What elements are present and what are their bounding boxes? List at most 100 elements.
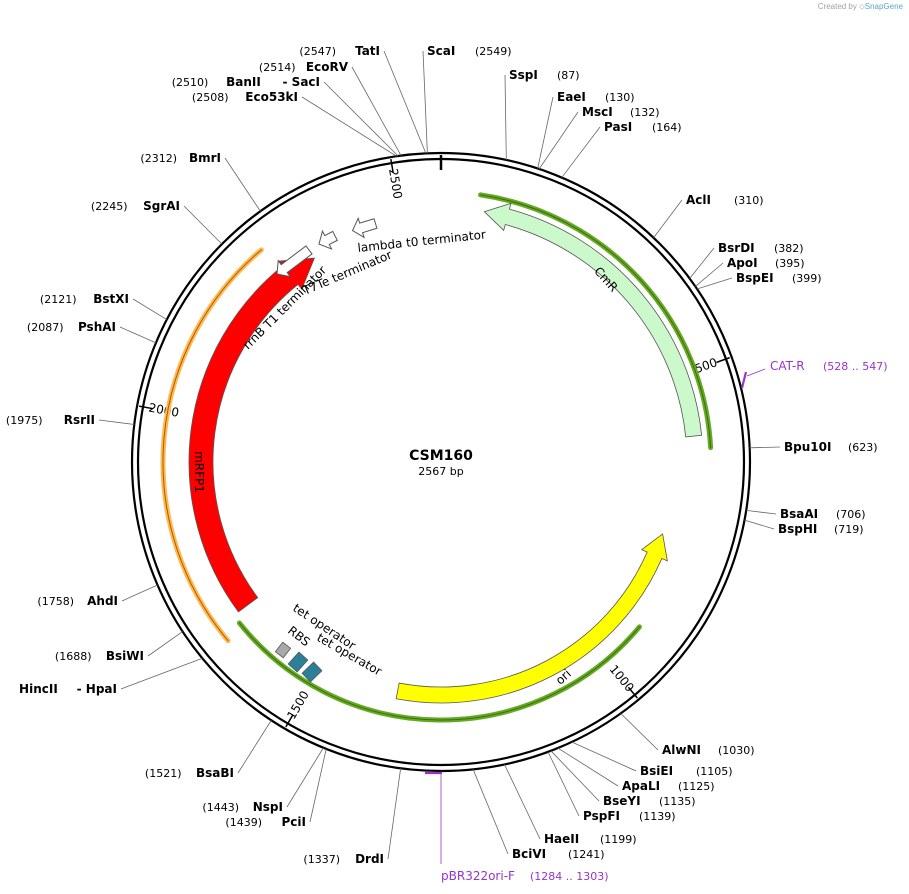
site-name-2: - HpaI (77, 682, 117, 696)
site-leader-line (286, 747, 324, 808)
site-name: SspI (509, 68, 538, 82)
feature-lambda-t0-terminator-shape (351, 216, 378, 239)
site-bseyi[interactable]: BseYI(1135) (603, 794, 696, 808)
site-tati[interactable]: TatI(2547) (299, 44, 380, 58)
cmr-direction-arc (478, 192, 714, 451)
primer-pbr322ori-f[interactable]: pBR322ori-F(1284 .. 1303) (441, 869, 609, 883)
site-position: (1139) (639, 810, 676, 823)
site-leader-line (746, 509, 777, 515)
feature-rrnb-t1-terminator[interactable] (271, 242, 315, 282)
site-bsaai[interactable]: BsaAI(706) (780, 507, 866, 521)
site-bsiei[interactable]: BsiEI(1105) (640, 764, 733, 778)
site-leader-line (309, 748, 327, 823)
site-pshai[interactable]: PshAI(2087) (27, 320, 116, 334)
primer-cat-r[interactable]: CAT-R(528 .. 547) (770, 359, 888, 373)
backbone-outer (130, 151, 752, 773)
feature-tet-operator-1[interactable] (287, 651, 309, 673)
site-name: BsiEI (640, 764, 673, 778)
site-bpu10i[interactable]: Bpu10I (623) (784, 440, 878, 454)
credit-brand: SnapGene (864, 2, 903, 11)
site-name: BanII (226, 75, 261, 89)
site-apoi[interactable]: ApoI(395) (727, 256, 805, 270)
site-eaei[interactable]: EaeI(130) (557, 90, 635, 104)
site-alwni[interactable]: AlwNI(1030) (662, 743, 755, 757)
scale-tick-label: 2000 (148, 401, 181, 420)
site-name: AclI (686, 193, 711, 207)
site-name: Eco53kI (245, 90, 298, 104)
site-apali[interactable]: ApaLI(1125) (622, 779, 715, 793)
site-banii[interactable]: - SacI BanII (2510) (172, 75, 320, 89)
site-pasi[interactable]: PasI(164) (604, 120, 682, 134)
site-leader-line (504, 764, 541, 840)
site-name: BsaBI (196, 766, 234, 780)
site-name: BsrDI (718, 241, 755, 255)
site-nspi[interactable]: NspI(1443) (202, 800, 283, 814)
site-msci[interactable]: MscI(132) (582, 105, 660, 119)
site-sgrai[interactable]: SgrAI(2245) (91, 199, 180, 213)
feature-lambda-t0-terminator[interactable] (350, 214, 379, 240)
site-position: (2549) (475, 45, 512, 58)
site-position: (1030) (718, 744, 755, 757)
site-leader-line (696, 277, 733, 290)
label-rbs: RBS (285, 623, 313, 649)
site-name: BsaAI (780, 507, 818, 521)
scale-tick-label: 1500 (284, 688, 312, 721)
site-bspei[interactable]: BspEI(399) (736, 271, 822, 285)
site-name: HincII (19, 682, 58, 696)
plasmid-size: 2567 bp (418, 465, 463, 478)
site-name: ApoI (727, 256, 758, 270)
site-pcii[interactable]: PciI(1439) (225, 815, 306, 829)
feature-rbs[interactable] (274, 641, 292, 659)
primer-cat-r-mark[interactable] (740, 371, 748, 389)
feature-cmr[interactable] (483, 202, 703, 438)
site-name: Bpu10I (784, 440, 831, 454)
site-eco53ki[interactable]: Eco53kI(2508) (192, 90, 298, 104)
site-name: BmrI (189, 151, 221, 165)
site-bsrdi[interactable]: BsrDI(382) (718, 241, 804, 255)
site-bsiwi[interactable]: BsiWI(1688) (55, 649, 144, 663)
site-bsphi[interactable]: BspHI (719) (778, 522, 864, 536)
feature-t7te-terminator[interactable] (314, 227, 339, 253)
site-leader-line (557, 747, 619, 787)
site-position: (2087) (27, 321, 64, 334)
feature-ori[interactable] (395, 533, 668, 704)
primer-name: pBR322ori-F (441, 869, 515, 883)
site-drdi[interactable]: DrdI(1337) (303, 852, 384, 866)
site-name: BsiWI (106, 649, 144, 663)
site-position: (719) (834, 523, 864, 536)
site-name: BstXI (93, 292, 129, 306)
site-position: (1439) (225, 816, 262, 829)
site-sspi[interactable]: SspI(87) (509, 68, 580, 82)
site-leader-line (383, 50, 427, 154)
site-position: (2510) (172, 76, 209, 89)
site-leader-line (121, 584, 158, 602)
site-scai[interactable]: ScaI(2549) (427, 44, 512, 58)
site-name: AhdI (87, 594, 118, 608)
scale-tick (390, 158, 394, 174)
site-haeii[interactable]: HaeII(1199) (544, 832, 637, 846)
feature-tet-operator-2[interactable] (301, 661, 323, 683)
site-bcivi[interactable]: BciVI(1241) (512, 847, 605, 861)
feature-rrnb-t1-terminator-shape (276, 245, 313, 278)
site-leader-line (387, 768, 402, 860)
site-leader-line (98, 419, 135, 425)
site-position: (623) (848, 441, 878, 454)
site-acli[interactable]: AclI(310) (686, 193, 764, 207)
site-ecorv[interactable]: EcoRV(2514) (259, 60, 349, 74)
site-rsrii[interactable]: RsrII(1975) (6, 413, 95, 427)
site-name: BspHI (778, 522, 817, 536)
site-ahdi[interactable]: AhdI(1758) (37, 594, 118, 608)
site-bsabi[interactable]: BsaBI(1521) (145, 766, 234, 780)
site-leader-line (744, 519, 775, 530)
site-name-2: - SacI (283, 75, 320, 89)
site-bmri[interactable]: BmrI(2312) (140, 151, 221, 165)
site-leader-line (571, 741, 637, 772)
site-pspfi[interactable]: PspFI(1139) (583, 809, 676, 823)
site-leader-line (323, 81, 399, 157)
site-leader-line (183, 205, 223, 245)
site-position: (399) (792, 272, 822, 285)
site-bstxi[interactable]: BstXI(2121) (40, 292, 129, 306)
mrfp1-direction-arc-core (162, 249, 262, 642)
